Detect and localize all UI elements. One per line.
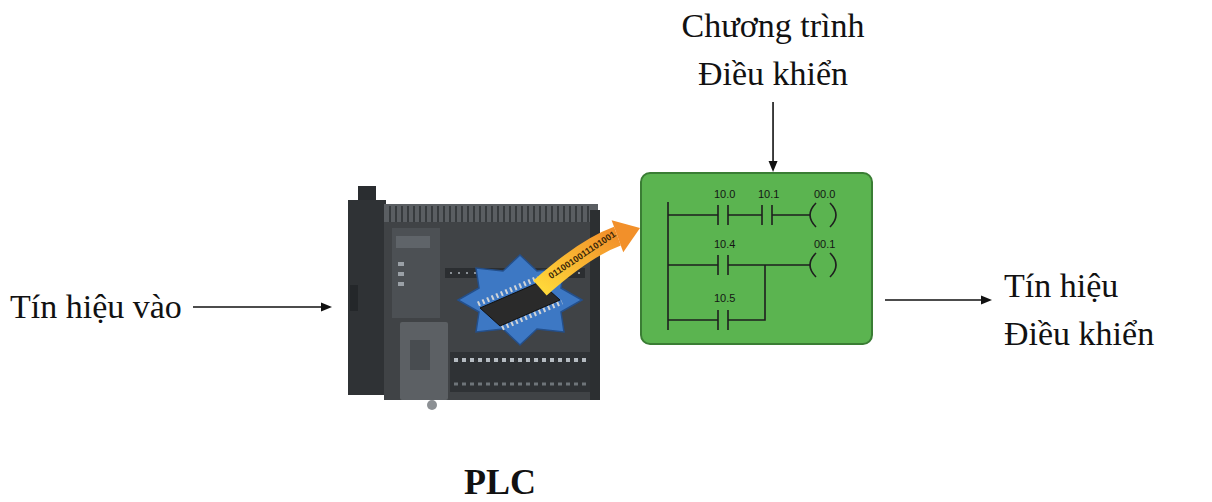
rung-wire [668, 265, 765, 320]
data-stream-label: 0110010011101001 [546, 229, 617, 281]
address-label: 00.0 [814, 188, 835, 201]
address-label: 00.1 [814, 238, 835, 251]
connector [769, 102, 778, 172]
output-signal-node: Tín hiệu Điều khiển [1004, 262, 1158, 358]
status-led [398, 272, 404, 276]
address-label: 10.1 [758, 188, 779, 201]
connector-line [772, 102, 774, 161]
plc-label: PLC [464, 461, 536, 502]
program-label: Chương trình Điều khiển [680, 2, 866, 98]
connector-line [193, 306, 321, 308]
contact-symbol [718, 310, 728, 330]
terminal-screws [454, 383, 586, 386]
side-module [348, 200, 386, 395]
plc-body [348, 186, 600, 410]
cover-window [410, 340, 430, 370]
plc-node: PLC [332, 185, 600, 415]
input-signal-label: Tín hiệu vào [10, 287, 185, 327]
side-slot [350, 285, 358, 311]
input-signal-node: Tín hiệu vào [10, 287, 185, 327]
status-led [398, 282, 404, 286]
ladder-lines [668, 202, 836, 330]
coil-symbol [810, 203, 836, 227]
contact-symbol [718, 205, 772, 225]
front-face [384, 222, 598, 400]
contact-symbol [718, 255, 728, 275]
rung-wire [668, 214, 810, 216]
ladder-program-box: 10.0 10.1 00.0 10.4 00.1 10.5 [640, 172, 873, 345]
arrow-head [981, 296, 992, 305]
address-label: 10.5 [714, 292, 735, 305]
vent-ribs [390, 206, 588, 222]
front-cover [400, 322, 448, 400]
rung-wire [668, 264, 810, 266]
connector [193, 303, 332, 312]
terminals [454, 358, 586, 362]
latch [427, 400, 437, 410]
arrow-head [321, 303, 332, 312]
status-led [398, 262, 404, 266]
connector [540, 220, 640, 288]
address-label: 10.4 [714, 238, 735, 251]
ladder-diagram [640, 172, 873, 345]
terminal-block [450, 352, 590, 392]
coil-symbol [810, 253, 836, 277]
address-label: 10.0 [714, 188, 735, 201]
label-panel [392, 228, 440, 318]
brand-plate [396, 236, 430, 248]
connector [885, 296, 992, 305]
connector-line [885, 299, 981, 301]
arrow-head [769, 161, 778, 172]
output-signal-label: Tín hiệu Điều khiển [1004, 262, 1158, 358]
program-node: Chương trình Điều khiển [680, 2, 866, 98]
power-rail [667, 202, 669, 330]
top-face [384, 204, 598, 224]
